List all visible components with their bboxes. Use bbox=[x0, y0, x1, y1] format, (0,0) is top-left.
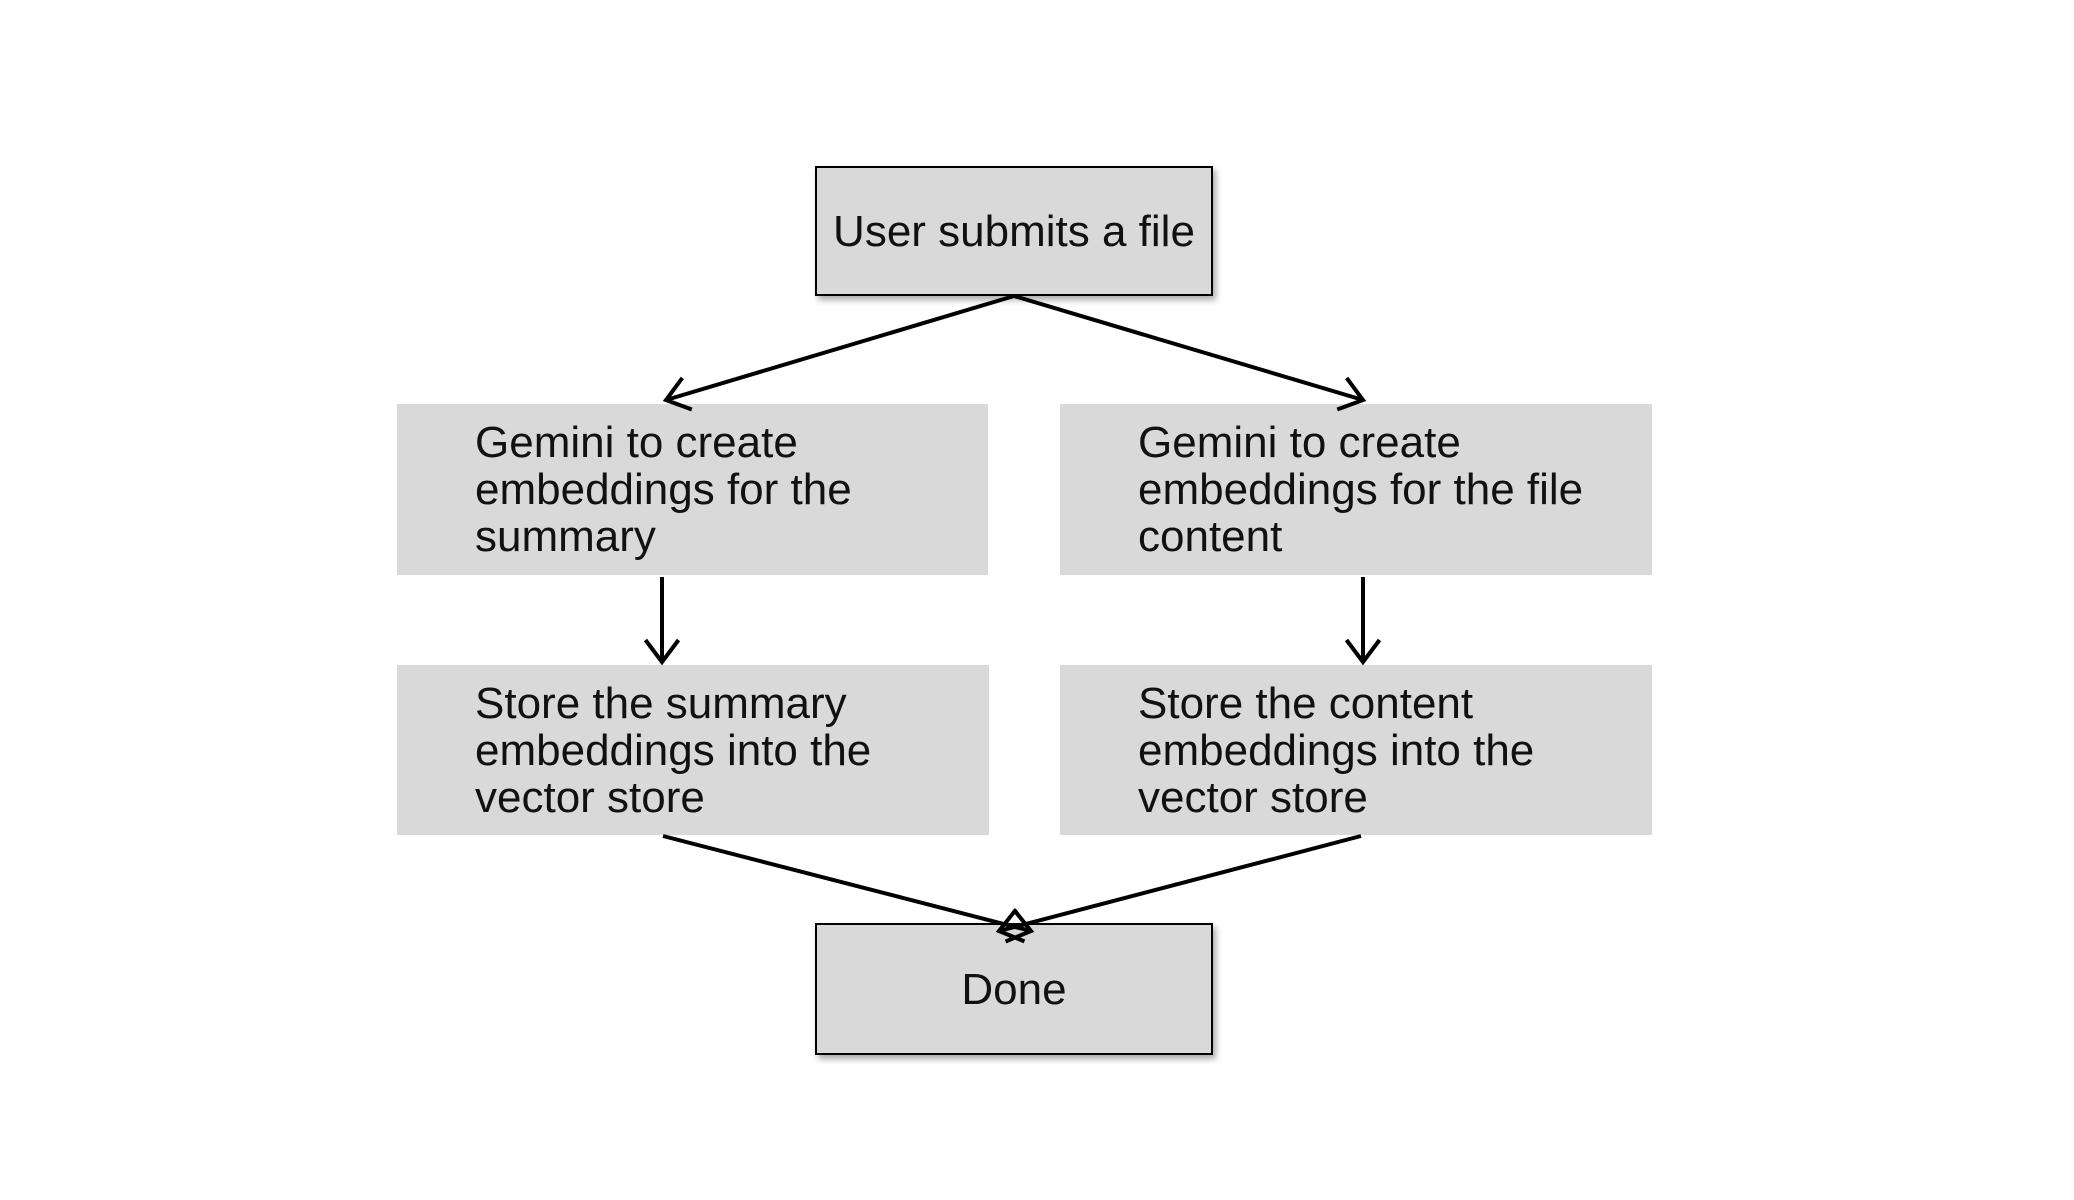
node-done-label: Done bbox=[961, 964, 1067, 1014]
node-user-submits-file: User submits a file bbox=[815, 166, 1213, 296]
node-embed-content: Gemini to create embeddings for the file… bbox=[1060, 404, 1652, 575]
node-user-submits-file-label: User submits a file bbox=[833, 206, 1195, 256]
arrow-store-content-to-done bbox=[995, 834, 1362, 944]
arrow-start-to-embed-content bbox=[1013, 294, 1367, 412]
node-store-summary: Store the summary embeddings into the ve… bbox=[397, 665, 989, 835]
arrow-start-to-embed-summary bbox=[662, 294, 1015, 412]
node-embed-summary: Gemini to create embeddings for the summ… bbox=[397, 404, 988, 575]
node-embed-content-label: Gemini to create embeddings for the file… bbox=[1138, 418, 1584, 561]
node-store-content-label: Store the content embeddings into the ve… bbox=[1138, 678, 1535, 822]
arrow-store-summary-to-done bbox=[662, 834, 1035, 944]
node-store-content: Store the content embeddings into the ve… bbox=[1060, 665, 1652, 835]
node-embed-summary-label: Gemini to create embeddings for the summ… bbox=[475, 418, 852, 561]
node-store-summary-label: Store the summary embeddings into the ve… bbox=[475, 678, 872, 822]
node-done: Done bbox=[815, 923, 1213, 1055]
